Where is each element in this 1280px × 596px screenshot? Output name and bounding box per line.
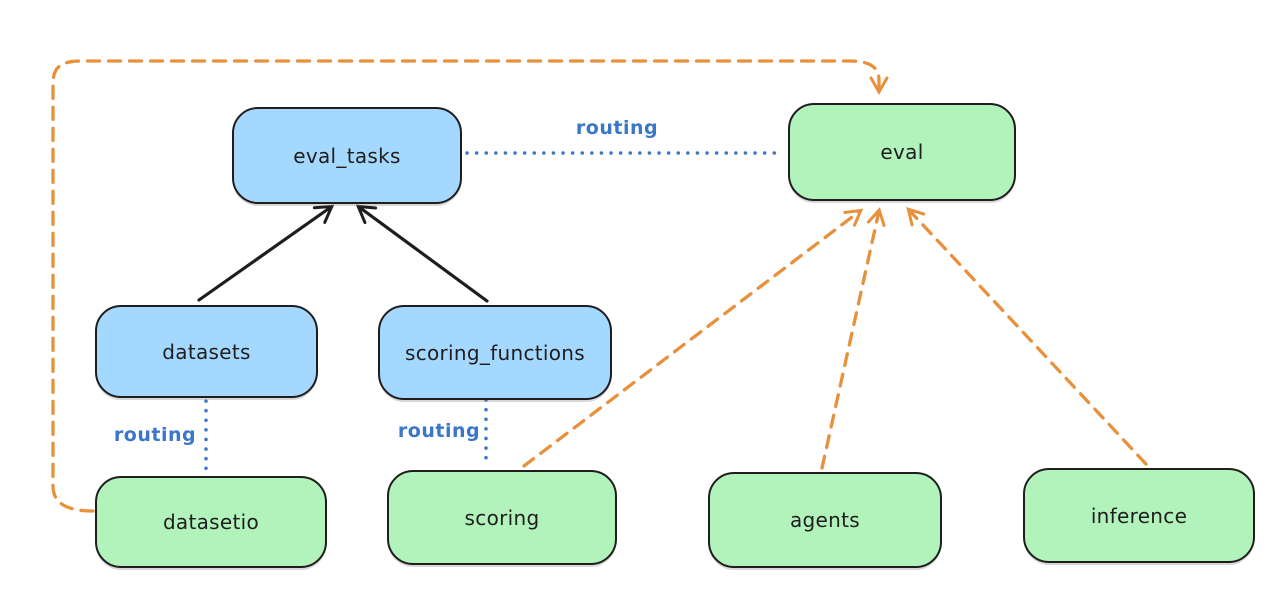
edge-inference-eval-dashed-arrow <box>906 207 1148 466</box>
node-agents-label: agents <box>790 508 860 532</box>
node-agents: agents <box>708 472 942 568</box>
node-datasetio-label: datasetio <box>162 510 260 534</box>
edge-label-routing-middle: routing <box>397 420 481 442</box>
edge-label-routing-top: routing <box>575 117 659 139</box>
edge-label-routing-left: routing <box>113 424 197 446</box>
node-datasets: datasets <box>95 305 318 398</box>
node-inference-label: inference <box>1090 503 1188 528</box>
node-eval-label: eval <box>880 140 924 164</box>
node-datasets-label: datasets <box>162 339 251 364</box>
edge-agents-eval-dashed-arrow <box>820 207 886 470</box>
node-eval_tasks: eval_tasks <box>232 107 462 204</box>
node-inference: inference <box>1023 468 1255 563</box>
node-scoring-label: scoring <box>464 505 540 530</box>
node-scoring_functions-label: scoring_functions <box>404 340 586 365</box>
node-datasetio: datasetio <box>95 476 327 568</box>
node-eval: eval <box>788 103 1016 201</box>
edge-datasets-eval_tasks-arrow <box>197 204 335 302</box>
node-scoring: scoring <box>387 470 617 565</box>
edge-scoring_functions-eval_tasks-arrow <box>355 204 489 303</box>
node-eval_tasks-label: eval_tasks <box>293 143 401 168</box>
node-scoring_functions: scoring_functions <box>378 305 612 400</box>
